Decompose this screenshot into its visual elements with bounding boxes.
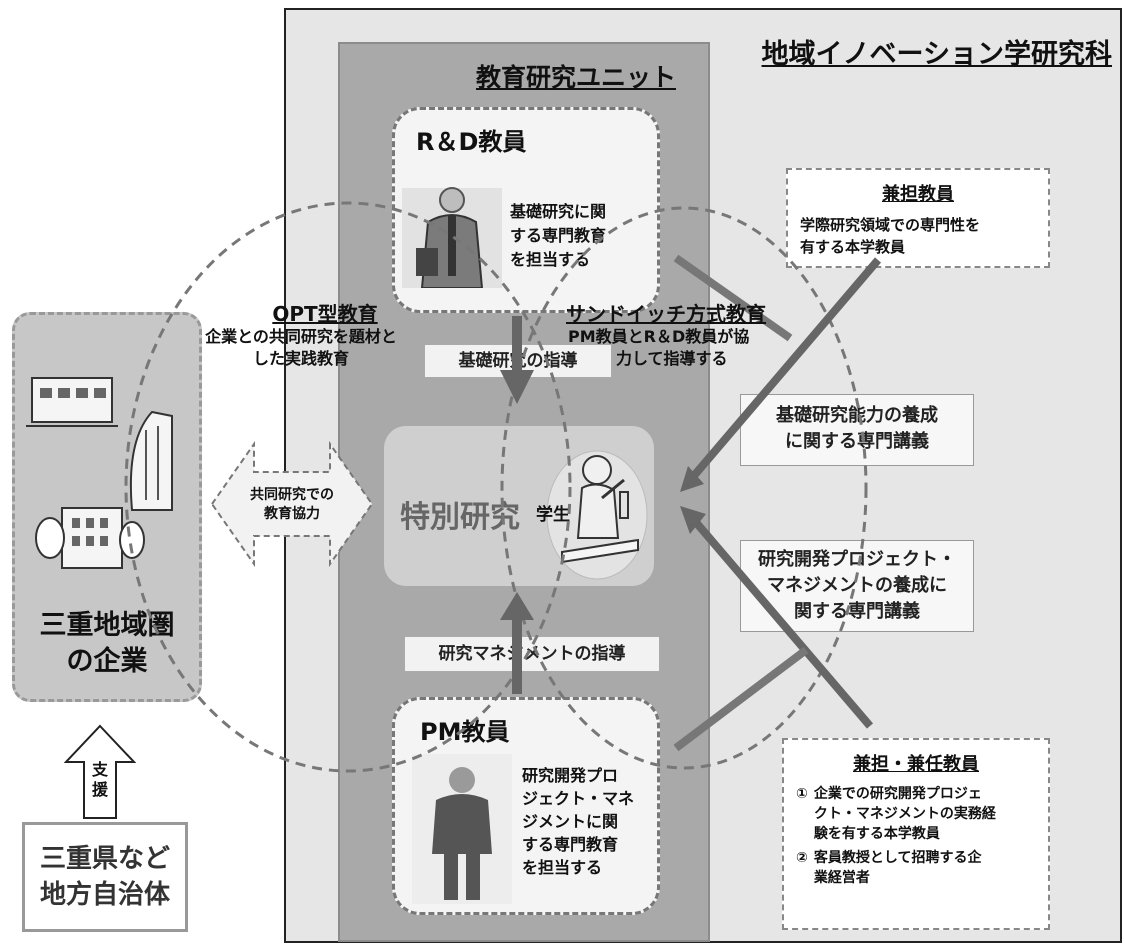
pm-lecture-line-2: マネジメントの養成に <box>767 575 947 596</box>
adjunct-item-1-marker: ① <box>796 786 808 802</box>
pm-description-line-4: する専門教育 <box>522 835 619 854</box>
pm-lecture-line-1: 研究開発プロジェクト・ <box>758 549 956 570</box>
adjunct-item-2-line-1: 客員教授として招聘する企 <box>813 850 982 866</box>
pm-description-line-5: を担当する <box>522 858 603 877</box>
graduate-school-title: 地域イノベーション学研究科 <box>761 39 1112 70</box>
sandwich-description-line-1: PM教員とR＆D教員が協 <box>568 327 750 346</box>
support-label: 支 援 <box>88 760 112 800</box>
rd-faculty-description: 基礎研究に関 する専門教育 を担当する <box>510 200 606 272</box>
adjunct-item-2: ② 客員教授として招聘する企 業経営者 <box>796 848 981 888</box>
professor-figure-icon <box>402 178 502 289</box>
adjunct-item-1-line-3: 験を有する本学教員 <box>813 826 940 842</box>
buildings-icon <box>22 360 192 590</box>
basic-lecture-line-2: に関する専門講義 <box>785 431 929 452</box>
sandwich-description-line-2: 力して指導する <box>616 349 728 368</box>
adjunct-item-2-line-2: 業経営者 <box>813 870 870 886</box>
support-label-line-1: 支 <box>91 760 108 779</box>
concurrent-adjunct-faculty-title: 兼担・兼任教員 <box>853 754 979 775</box>
concurrent-description-line-2: 有する本学教員 <box>800 238 906 256</box>
concurrent-faculty-title: 兼担教員 <box>882 184 954 205</box>
pm-description-line-3: ジメントに関 <box>522 812 619 831</box>
student-label: 学生 <box>536 505 570 525</box>
opt-description-line-2: した実践教育 <box>252 349 349 368</box>
government-label-line-2: 地方自治体 <box>39 880 170 910</box>
concurrent-adjunct-faculty-box <box>782 738 1050 930</box>
joint-research-label-line-2: 教育協力 <box>264 506 320 522</box>
concurrent-description-line-1: 学際研究領域での専門性を <box>800 216 981 234</box>
adjunct-item-1-line-2: クト・マネジメントの実務経 <box>813 806 996 822</box>
local-government-box: 三重県など 地方自治体 <box>22 822 188 932</box>
basic-lecture-box: 基礎研究能力の養成 に関する専門講義 <box>740 394 974 466</box>
pm-lecture-box: 研究開発プロジェクト・ マネジメントの養成に 関する専門講義 <box>740 540 974 632</box>
special-research-label: 特別研究 <box>400 500 520 535</box>
pm-faculty-description: 研究開発プロ ジェクト・マネ ジメントに関 する専門教育 を担当する <box>522 764 634 879</box>
joint-research-label: 共同研究での 教育協力 <box>236 486 348 524</box>
rd-description-line-3: を担当する <box>510 250 591 269</box>
businessman-figure-icon <box>412 754 512 904</box>
education-unit-title: 教育研究ユニット <box>475 63 676 92</box>
adjunct-item-2-marker: ② <box>796 850 808 866</box>
sandwich-education-description: PM教員とR＆D教員が協 力して指導する <box>568 326 749 370</box>
rd-faculty-title: R＆D教員 <box>416 128 527 156</box>
joint-research-label-line-1: 共同研究での <box>250 487 334 503</box>
pm-description-line-1: 研究開発プロ <box>522 766 619 785</box>
company-label: 三重地域圏 の企業 <box>12 608 202 680</box>
pm-faculty-title: PM教員 <box>420 718 510 746</box>
rd-description-line-1: 基礎研究に関 <box>510 202 607 221</box>
basic-lecture-line-1: 基礎研究能力の養成 <box>776 405 938 426</box>
rd-description-line-2: する専門教育 <box>510 226 607 245</box>
opt-education-description: 企業との共同研究を題材と した実践教育 <box>186 326 416 370</box>
opt-education-title: OPT型教育 <box>272 302 378 326</box>
support-label-line-2: 援 <box>91 780 108 799</box>
company-label-line-2: の企業 <box>66 646 148 677</box>
adjunct-item-1: ① 企業での研究開発プロジェ クト・マネジメントの実務経 験を有する本学教員 <box>796 784 996 844</box>
company-label-line-1: 三重地域圏 <box>39 610 175 641</box>
concurrent-faculty-description: 学際研究領域での専門性を 有する本学教員 <box>800 214 980 258</box>
adjunct-item-1-line-1: 企業での研究開発プロジェ <box>813 786 982 802</box>
opt-description-line-1: 企業との共同研究を題材と <box>205 327 397 346</box>
pm-lecture-line-3: 関する専門講義 <box>794 601 920 622</box>
government-label-line-1: 三重県など <box>39 844 170 874</box>
sandwich-education-title: サンドイッチ方式教育 <box>566 302 766 326</box>
pm-description-line-2: ジェクト・マネ <box>522 789 635 808</box>
management-guidance-label: 研究マネジメントの指導 <box>404 636 660 672</box>
